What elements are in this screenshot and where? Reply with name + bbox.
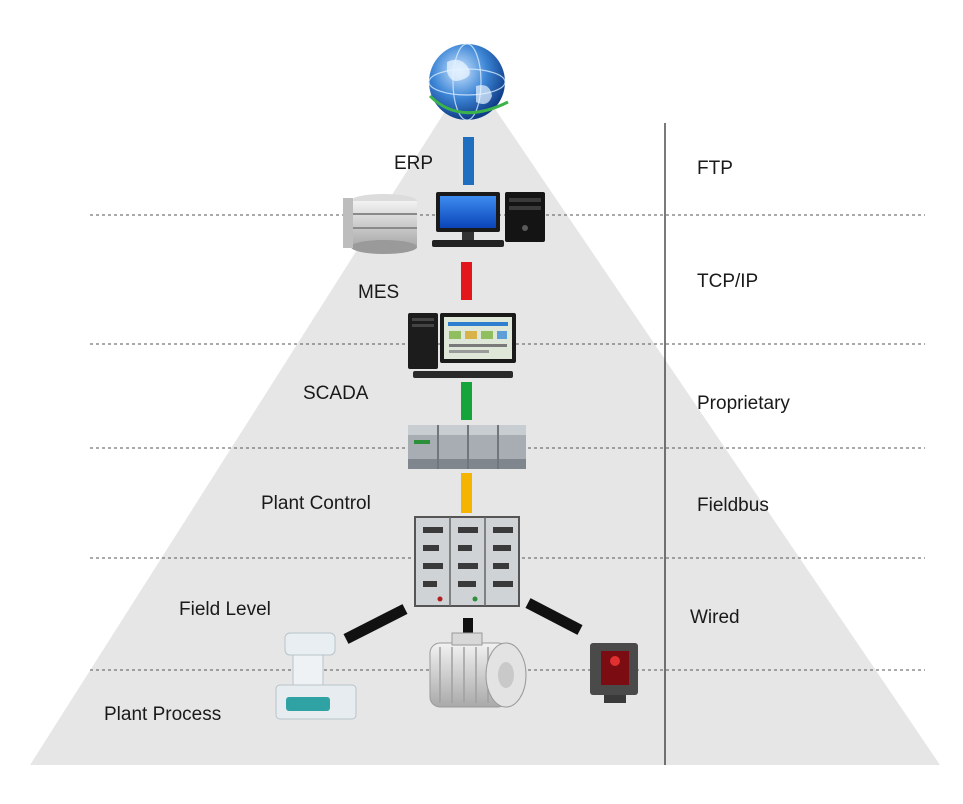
field-link-right <box>525 598 583 635</box>
plc-module-icon <box>408 425 526 469</box>
globe-icon <box>428 43 509 121</box>
tower-pc-icon <box>505 192 545 242</box>
level-separators <box>90 214 925 671</box>
pyramid-background <box>30 72 940 765</box>
server-icon <box>343 194 417 254</box>
electric-motor-icon <box>429 632 527 708</box>
field-link-left <box>343 604 408 644</box>
erp-link <box>463 137 474 185</box>
photoelectric-sensor-icon <box>590 643 638 703</box>
protocol-label-ftp: FTP <box>697 158 733 179</box>
field-link-center <box>463 618 473 636</box>
level-label-plant-process: Plant Process <box>104 704 221 725</box>
level-label-mes: MES <box>358 282 399 303</box>
protocol-label-wired: Wired <box>690 607 740 628</box>
mes-link <box>461 262 472 300</box>
scada-workstation-icon <box>408 313 516 378</box>
level-label-plant-control: Plant Control <box>261 493 371 514</box>
level-label-field-level: Field Level <box>179 599 271 620</box>
protocol-label-fieldbus: Fieldbus <box>697 495 769 516</box>
valve-actuator-icon <box>275 632 357 720</box>
control-cabinet-icon <box>414 516 520 607</box>
protocol-label-proprietary: Proprietary <box>697 393 790 414</box>
scada-link <box>461 382 472 420</box>
level-label-erp: ERP <box>394 153 433 174</box>
level-label-scada: SCADA <box>303 383 369 404</box>
plant-control-link <box>461 473 472 513</box>
protocol-label-tcpip: TCP/IP <box>697 271 758 292</box>
desktop-monitor-icon <box>432 192 504 247</box>
